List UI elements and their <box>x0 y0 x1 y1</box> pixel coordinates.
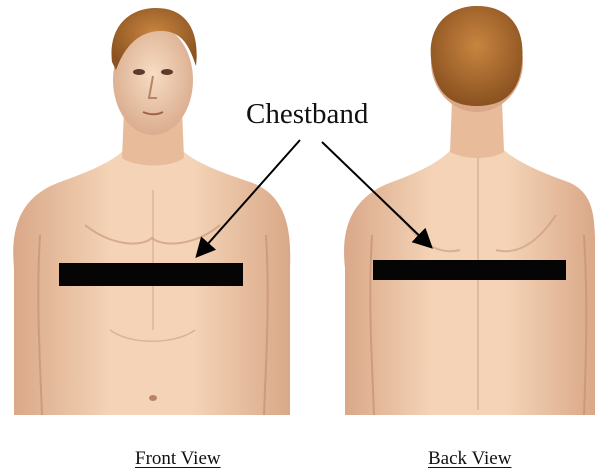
chestband-label: Chestband <box>246 98 368 131</box>
front-chestband <box>59 263 243 286</box>
front-view-caption: Front View <box>135 448 221 470</box>
front-body-illustration <box>13 8 290 415</box>
back-body-illustration <box>344 6 595 415</box>
back-chestband <box>373 260 566 280</box>
front-left-eye <box>133 69 145 75</box>
back-figure <box>344 6 595 415</box>
front-navel <box>149 395 157 401</box>
front-figure <box>13 8 290 415</box>
back-hair <box>431 6 523 106</box>
back-view-caption: Back View <box>428 448 511 470</box>
front-right-eye <box>161 69 173 75</box>
